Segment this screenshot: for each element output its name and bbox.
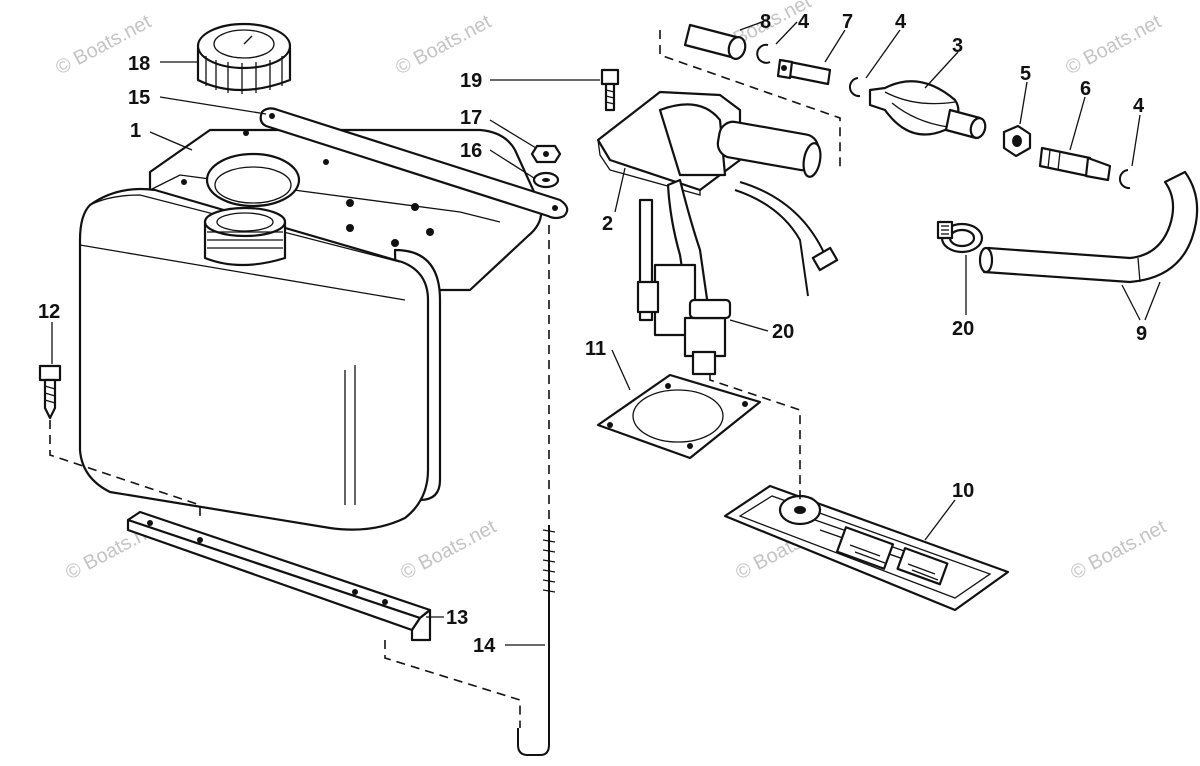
callout-9: 9 bbox=[1136, 323, 1147, 345]
callout-8: 8 bbox=[760, 11, 771, 33]
gasket-icon bbox=[596, 373, 762, 460]
callout-1: 1 bbox=[130, 120, 141, 142]
fuel-hose-icon bbox=[683, 23, 747, 60]
callout-13: 13 bbox=[446, 607, 468, 629]
callout-18: 18 bbox=[128, 53, 150, 75]
callout-4: 4 bbox=[1133, 95, 1145, 117]
callout-5: 5 bbox=[1020, 63, 1031, 85]
filler-cap-icon bbox=[196, 22, 292, 94]
callout-3: 3 bbox=[952, 35, 963, 57]
hose-clamp-icon bbox=[936, 220, 984, 254]
callout-2: 2 bbox=[602, 213, 613, 235]
callout-20: 20 bbox=[952, 318, 974, 340]
connector-icon bbox=[776, 58, 832, 86]
nut-icon bbox=[1002, 124, 1032, 158]
washer-icon bbox=[532, 171, 560, 189]
callout-10: 10 bbox=[952, 480, 974, 502]
callout-7: 7 bbox=[842, 11, 853, 33]
tank-strap-icon bbox=[259, 107, 569, 220]
callout-14: 14 bbox=[473, 635, 496, 657]
callout-4: 4 bbox=[798, 11, 810, 33]
callout-15: 15 bbox=[128, 87, 150, 109]
callout-6: 6 bbox=[1080, 78, 1091, 100]
callout-11: 11 bbox=[585, 338, 606, 360]
screw-icon bbox=[38, 364, 62, 420]
callout-labels: 1 2 3 4 4 4 5 6 7 8 9 10 11 12 13 14 15 … bbox=[38, 11, 1147, 657]
bolt-icon bbox=[600, 68, 620, 112]
hose-clip-icon bbox=[849, 77, 861, 98]
nut-icon bbox=[530, 144, 562, 164]
fuel-pickup-icon bbox=[596, 90, 839, 376]
watermark: © Boats.net bbox=[1067, 516, 1170, 585]
watermark: © Boats.net bbox=[397, 516, 500, 585]
watermark: © Boats.net bbox=[1062, 11, 1165, 80]
leader-lines bbox=[51, 21, 1161, 646]
hose-clip-icon bbox=[1119, 169, 1131, 190]
callout-16: 16 bbox=[460, 140, 482, 162]
callout-20: 20 bbox=[772, 321, 794, 343]
tie-rod-icon bbox=[517, 525, 556, 756]
hose-clip-icon bbox=[756, 43, 771, 64]
assembly-dash-lines bbox=[49, 30, 841, 728]
primer-bulb-icon bbox=[868, 80, 987, 140]
callout-12: 12 bbox=[38, 301, 60, 323]
float-plate-icon bbox=[723, 484, 1010, 612]
bracket-icon bbox=[126, 510, 432, 642]
callout-19: 19 bbox=[460, 70, 482, 92]
callout-17: 17 bbox=[460, 107, 482, 129]
callout-4: 4 bbox=[895, 11, 907, 33]
fitting-icon bbox=[1038, 146, 1112, 182]
fuel-hose-icon bbox=[978, 170, 1199, 284]
